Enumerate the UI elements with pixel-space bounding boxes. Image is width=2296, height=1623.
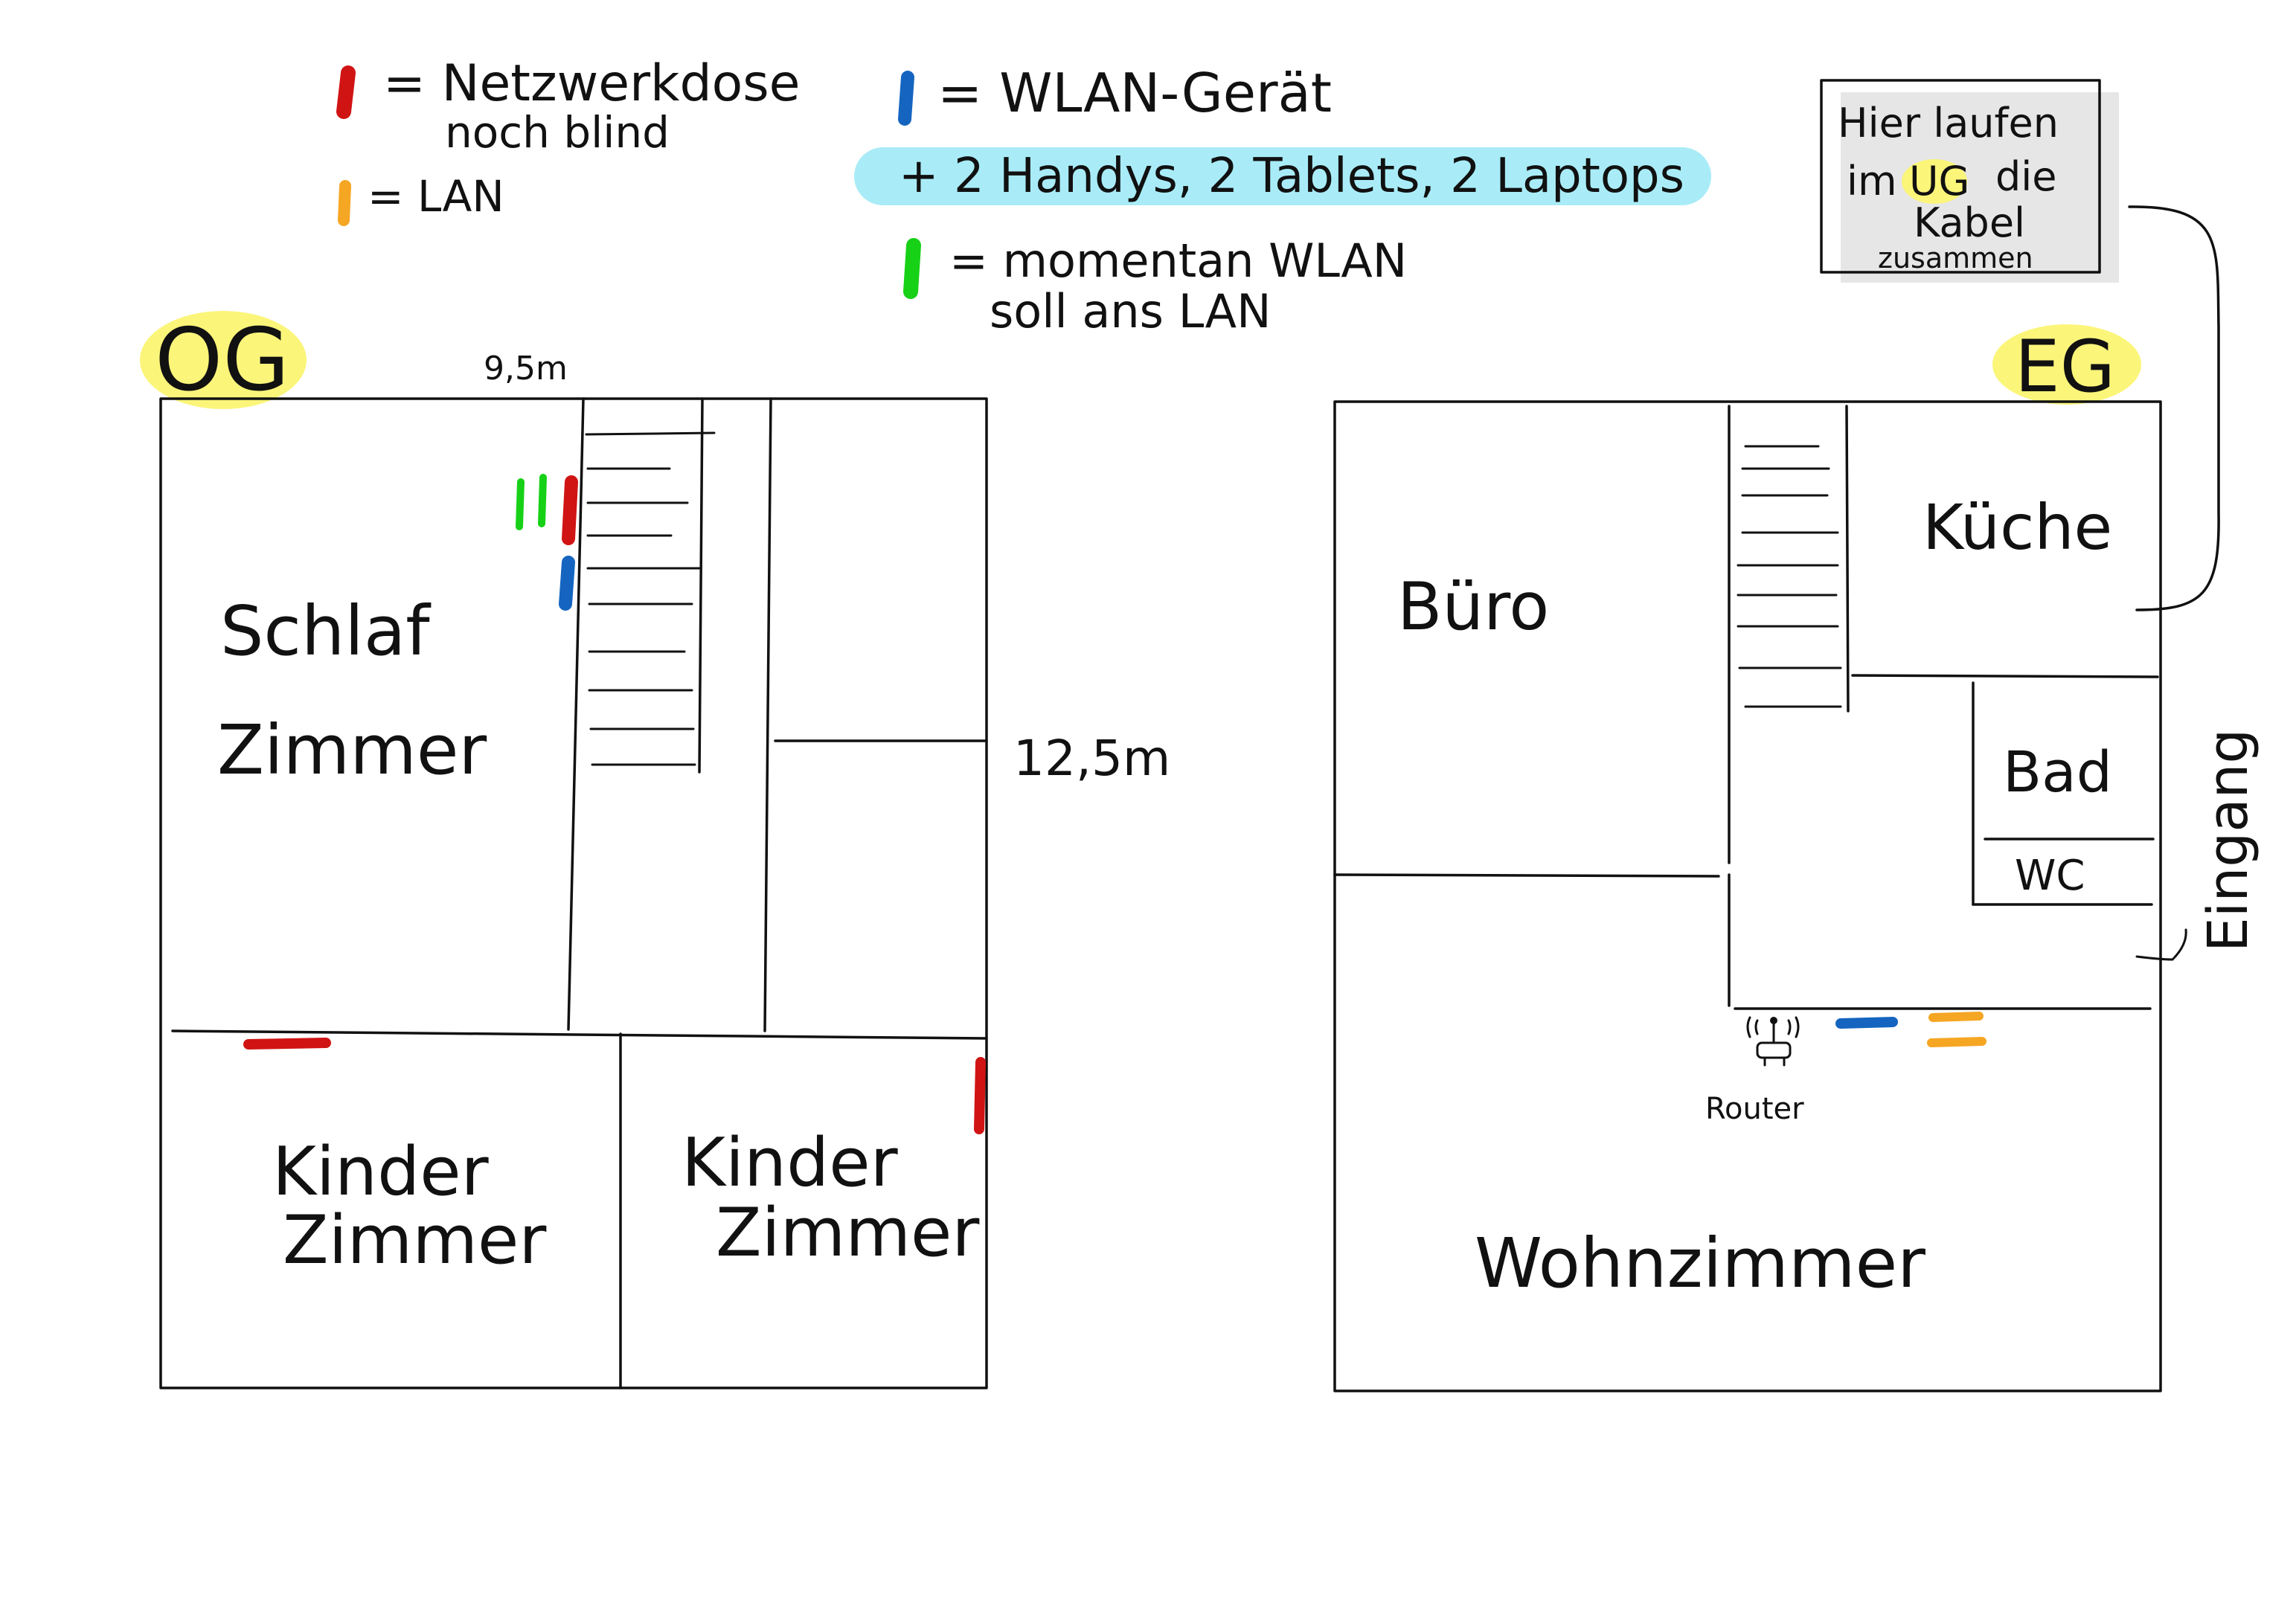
og-staircase (585, 431, 716, 766)
legend-red-label: = Netzwerkdose (383, 54, 800, 113)
router-label: Router (1705, 1092, 1804, 1126)
router-icon (1746, 1016, 1800, 1067)
og-width-label: 9,5m (484, 350, 568, 388)
highlight-band (854, 147, 1711, 205)
note-line-2-ug: UG (1909, 158, 1969, 205)
eg-office-wall (1333, 873, 1720, 878)
og-network-socket-schlaf (562, 475, 578, 545)
note-connector-line (2128, 205, 2220, 611)
note-line-1: Hier laufen (1838, 100, 2059, 147)
og-hall-wall (763, 397, 772, 1032)
note-line-3: Kabel (1914, 199, 2025, 246)
og-kinder1-label-2: Zimmer (283, 1201, 546, 1279)
eg-kueche-label: Küche (1923, 491, 2112, 564)
og-schlaf-label-2: Zimmer (217, 710, 487, 790)
legend-green-marker (903, 238, 921, 299)
entrance-bracket (2135, 928, 2187, 961)
note-box: Hier laufen im UG die Kabel zusammen (1820, 79, 2220, 611)
legend-red-marker (336, 65, 356, 119)
note-border (1820, 79, 2101, 274)
eg-bad-label: Bad (2003, 739, 2112, 805)
legend-orange-marker (338, 180, 351, 226)
og-network-socket-kinder-2 (974, 1057, 986, 1134)
og-height-label: 12,5m (1013, 730, 1170, 787)
legend-device-note: + 2 Handys, 2 Tablets, 2 Laptops (899, 149, 1684, 204)
legend-orange-label: = LAN (368, 171, 504, 222)
og-wlan-device-schlaf (559, 556, 575, 611)
legend-green-label: = momentan WLAN (949, 234, 1407, 288)
og-title-highlight (140, 311, 307, 409)
eg-eingang-label: Eingang (2196, 729, 2260, 952)
eg-staircase (1737, 445, 1842, 708)
og-corridor-wall (171, 1029, 988, 1040)
note-line-2a: im (1847, 158, 1897, 205)
eg-buero-label: Büro (1397, 568, 1549, 645)
eg-floor: EG (1333, 324, 2260, 1392)
og-wlan-to-lan-marker-1 (516, 478, 525, 530)
og-kinder2-label-2: Zimmer (716, 1194, 979, 1272)
legend-blue-label: = WLAN-Gerät (937, 62, 1332, 124)
eg-wc-label: WC (2015, 852, 2085, 900)
og-schlaf-label-1: Schlaf (220, 591, 432, 671)
note-line-2b: die (1995, 153, 2057, 200)
note-shadow (1841, 92, 2119, 283)
legend-blue-marker (898, 71, 914, 126)
og-stair-wall-right (698, 397, 704, 774)
og-network-socket-kinder-1 (243, 1038, 331, 1050)
legend-red-sub: noch blind (445, 107, 670, 158)
eg-title: EG (2015, 325, 2115, 408)
eg-lan-marker-1 (1928, 1012, 1984, 1022)
eg-outer-walls (1333, 400, 2162, 1392)
legend: = Netzwerkdose noch blind = LAN = WLAN-G… (336, 54, 1711, 338)
og-floor: OG 9,5m 12,5m (140, 310, 1170, 1389)
note-ug-highlight (1902, 159, 1967, 204)
og-outer-walls (159, 397, 988, 1389)
eg-title-highlight (1992, 324, 2141, 405)
eg-lan-marker-2 (1927, 1037, 1986, 1047)
og-title: OG (155, 310, 289, 411)
eg-kitchen-wall (1851, 674, 2159, 678)
legend-green-sub: soll ans LAN (990, 284, 1271, 338)
note-line-4: zusammen (1878, 242, 2033, 274)
og-kinder2-label-1: Kinder (682, 1124, 898, 1202)
og-kinder1-label-1: Kinder (272, 1133, 489, 1211)
eg-wlan-device-marker (1835, 1017, 1898, 1029)
og-wlan-to-lan-marker-2 (538, 474, 547, 527)
eg-wohn-label: Wohnzimmer (1475, 1224, 1925, 1303)
eg-stair-wall-right (1845, 405, 1850, 713)
og-stair-wall-left (567, 397, 585, 1031)
